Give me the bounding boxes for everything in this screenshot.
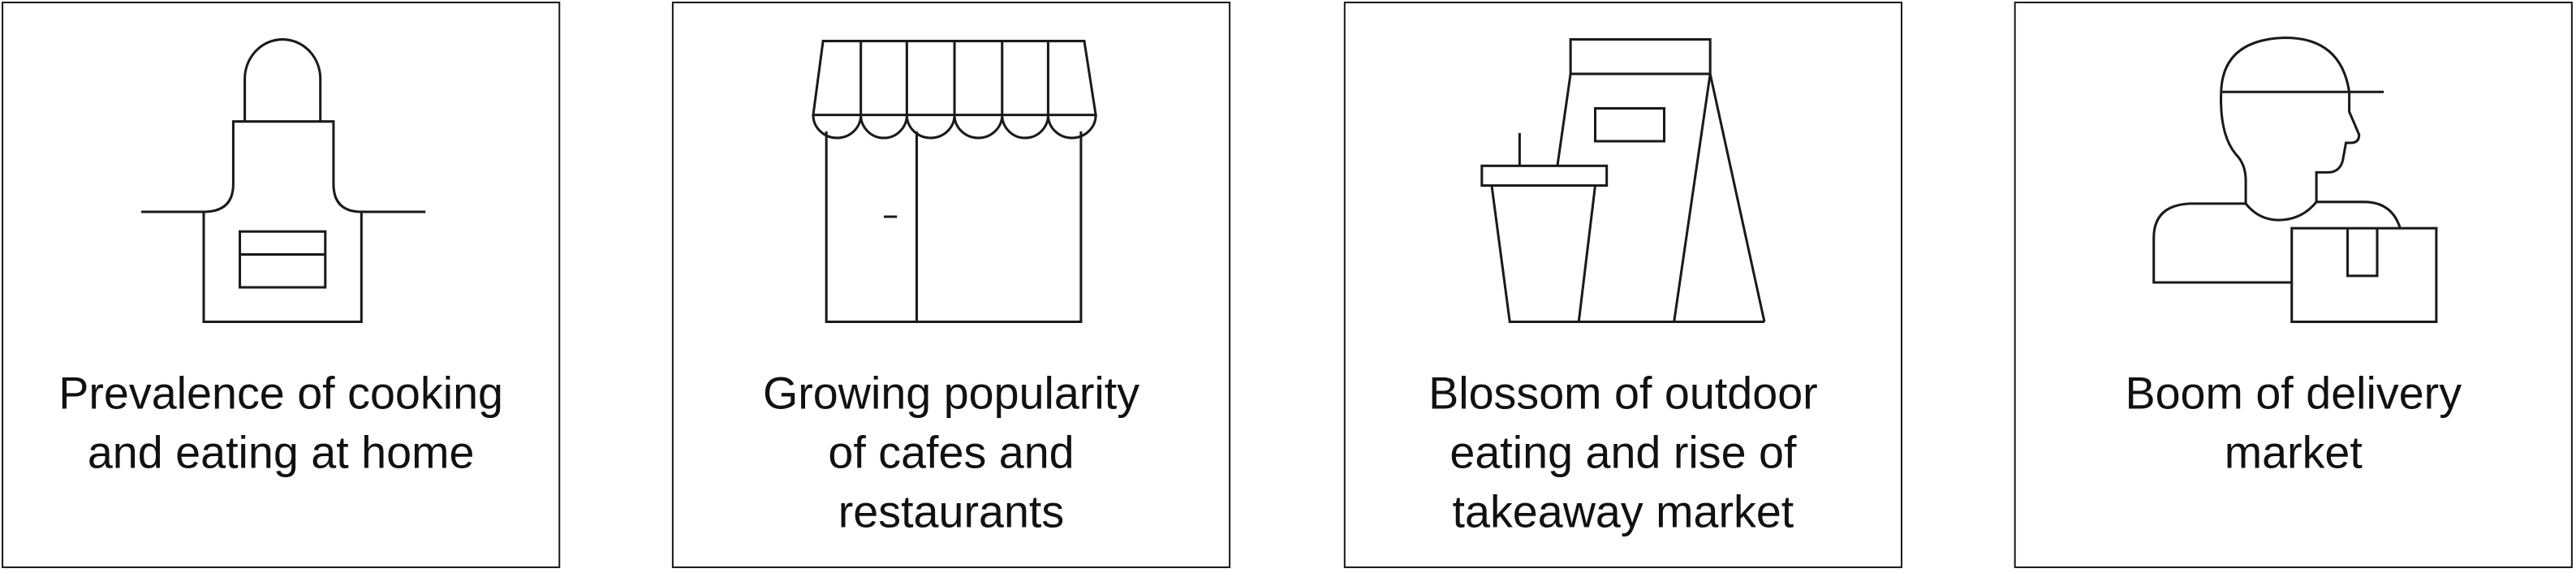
card-label-line: and eating at home xyxy=(87,426,475,478)
card-label-line: takeaway market xyxy=(1452,485,1794,537)
delivery-person-icon xyxy=(2152,37,2438,324)
card-label-line: Blossom of outdoor xyxy=(1428,368,1818,419)
card-cooking-at-home: Prevalence of cooking and eating at home xyxy=(2,2,561,568)
takeaway-icon xyxy=(1480,38,1766,324)
card-cafes-restaurants: Growing popularity of cafes and restaura… xyxy=(671,2,1231,568)
card-takeaway: Blossom of outdoor eating and rise of ta… xyxy=(1343,2,1903,568)
apron-icon xyxy=(141,38,426,324)
card-label-line: of cafes and xyxy=(828,426,1075,478)
card-label-line: Prevalence of cooking xyxy=(58,368,504,419)
card-label-line: restaurants xyxy=(838,485,1065,537)
card-delivery: Boom of delivery market xyxy=(2014,2,2573,568)
storefront-icon xyxy=(812,40,1097,324)
card-label-line: eating and rise of xyxy=(1450,426,1797,478)
card-label-line: market xyxy=(2224,426,2363,478)
card-label-line: Boom of delivery xyxy=(2125,368,2462,419)
card-label-line: Growing popularity xyxy=(762,368,1140,419)
